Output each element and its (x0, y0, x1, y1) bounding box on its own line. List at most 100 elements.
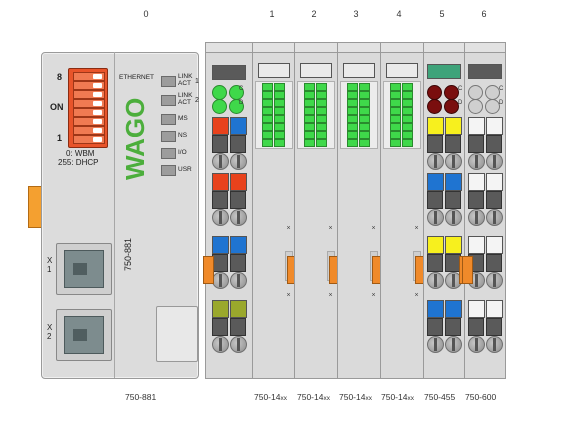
module-4-led (359, 115, 370, 123)
module-1-release[interactable] (230, 318, 246, 336)
module-600-screw-icon[interactable] (468, 209, 485, 226)
module-600-screw-icon[interactable] (468, 336, 485, 353)
dip-switch-5[interactable] (73, 99, 105, 108)
module-600-release[interactable] (468, 318, 484, 336)
module-455-release[interactable] (427, 191, 443, 209)
module-455-screw-icon[interactable] (427, 336, 444, 353)
bottom-label-0: 750-881 (125, 392, 156, 402)
module-1-terminal[interactable] (212, 300, 229, 318)
module-1-screw-icon[interactable] (230, 272, 247, 289)
module-600-terminal[interactable] (486, 117, 503, 135)
module-455-screw-icon[interactable] (445, 336, 462, 353)
bottom-label-1: 750-14xx (254, 392, 287, 402)
module-455-screw-icon[interactable] (427, 153, 444, 170)
module-1-screw-icon[interactable] (230, 209, 247, 226)
module-5-led (402, 107, 413, 115)
module-600-screw-icon[interactable] (486, 209, 503, 226)
dip-label-1: 1 (57, 133, 63, 143)
module-455-terminal[interactable] (445, 117, 462, 135)
module-600-release[interactable] (468, 191, 484, 209)
module-600-terminal[interactable] (468, 300, 485, 318)
module-600-release[interactable] (468, 135, 484, 153)
module-455-terminal[interactable] (427, 236, 444, 254)
module-600-terminal[interactable] (468, 236, 485, 254)
module-600-terminal[interactable] (468, 173, 485, 191)
dip-switch-4[interactable] (73, 108, 105, 117)
module-455-release[interactable] (445, 191, 461, 209)
module-3-led (316, 83, 327, 91)
module-1-terminal[interactable] (230, 173, 247, 191)
dip-switch-2[interactable] (73, 126, 105, 135)
module-1-terminal[interactable] (212, 173, 229, 191)
module-455-release[interactable] (445, 135, 461, 153)
bottom-label-3-suffix: xx (365, 395, 372, 402)
module-1-screw-icon[interactable] (212, 153, 229, 170)
ethernet-port-x2[interactable] (56, 309, 112, 361)
module-4-led (359, 131, 370, 139)
module-1-release[interactable] (212, 318, 228, 336)
module-455-terminal[interactable] (445, 173, 462, 191)
module-1-screw-icon[interactable] (212, 209, 229, 226)
module-1-release[interactable] (212, 254, 228, 272)
module-455-screw-icon[interactable] (427, 209, 444, 226)
module-2-led (262, 107, 273, 115)
module-455-marker (427, 64, 461, 79)
module-600-terminal[interactable] (486, 300, 503, 318)
module-1-terminal[interactable] (212, 117, 229, 135)
module-1-release[interactable] (230, 135, 246, 153)
module-600-screw-icon[interactable] (486, 336, 503, 353)
led-ms (161, 114, 176, 125)
module-1-screw-icon[interactable] (212, 272, 229, 289)
module-455-terminal[interactable] (427, 300, 444, 318)
module-455-release[interactable] (427, 135, 443, 153)
module-600-terminal[interactable] (486, 173, 503, 191)
module-1-release[interactable] (230, 254, 246, 272)
module-455-release[interactable] (445, 318, 461, 336)
module-600-screw-icon[interactable] (468, 153, 485, 170)
module-1-release[interactable] (212, 191, 228, 209)
module-4-led (347, 91, 358, 99)
ethernet-port-x1[interactable] (56, 243, 112, 295)
module-455-screw-icon[interactable] (445, 153, 462, 170)
dip-switch-7[interactable] (73, 81, 105, 90)
module-455-terminal[interactable] (427, 117, 444, 135)
module-455-led (444, 85, 459, 100)
led-ms-label: MS (178, 115, 188, 122)
module-455-release[interactable] (427, 318, 443, 336)
dip-switch-6[interactable] (73, 90, 105, 99)
bottom-label-4-suffix: xx (407, 395, 414, 402)
module-1-terminal[interactable] (230, 236, 247, 254)
module-455-screw-icon[interactable] (427, 272, 444, 289)
module-1-screw-icon[interactable] (230, 153, 247, 170)
module-455-screw-icon[interactable] (445, 209, 462, 226)
module-600-terminal[interactable] (468, 117, 485, 135)
module-600-release[interactable] (486, 318, 502, 336)
module-600-release[interactable] (486, 191, 502, 209)
module-455-terminal[interactable] (445, 236, 462, 254)
module-600-release[interactable] (486, 254, 502, 272)
module-455-terminal[interactable] (445, 300, 462, 318)
module-600-terminal[interactable] (486, 236, 503, 254)
dip-switch-8[interactable] (73, 72, 105, 81)
memory-card-slot[interactable] (156, 306, 198, 362)
module-455-terminal[interactable] (427, 173, 444, 191)
module-1-release[interactable] (212, 135, 228, 153)
dip-switch-block[interactable] (68, 68, 108, 148)
module-3-led (316, 131, 327, 139)
led-letter: D (499, 100, 504, 106)
module-1-screw-icon[interactable] (212, 336, 229, 353)
module-600-screw-icon[interactable] (486, 272, 503, 289)
module-1-terminal[interactable] (230, 117, 247, 135)
dip-switch-3[interactable] (73, 117, 105, 126)
controller-divider (114, 52, 115, 378)
module-1-terminal[interactable] (230, 300, 247, 318)
module-3-x-icon: × (328, 225, 333, 232)
module-1-terminal[interactable] (212, 236, 229, 254)
module-1-screw-icon[interactable] (230, 336, 247, 353)
module-600-screw-icon[interactable] (486, 153, 503, 170)
dip-switch-1[interactable] (73, 135, 105, 144)
module-600-release[interactable] (486, 135, 502, 153)
led-link-act-1 (161, 76, 176, 87)
module-1-release[interactable] (230, 191, 246, 209)
module-455-release[interactable] (427, 254, 443, 272)
